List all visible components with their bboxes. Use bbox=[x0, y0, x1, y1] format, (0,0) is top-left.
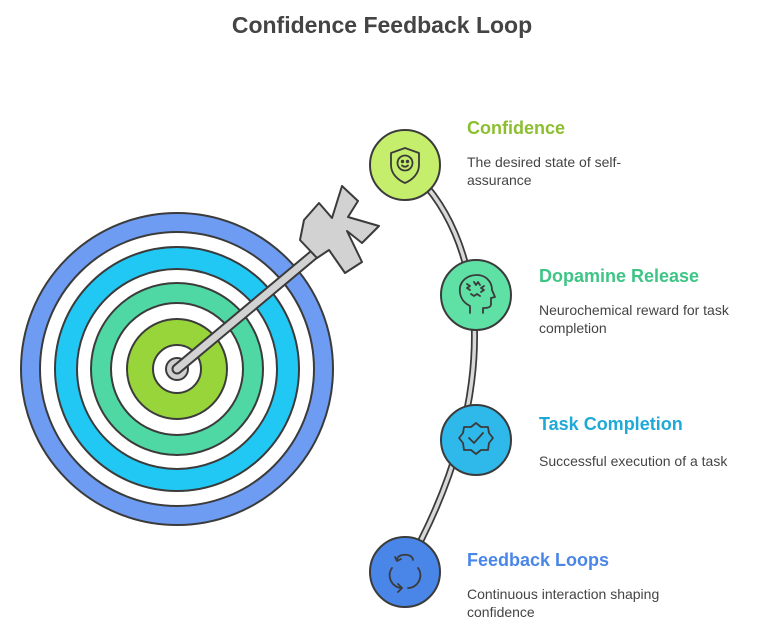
badge-check-icon bbox=[458, 422, 494, 455]
arrow-icon bbox=[171, 185, 380, 375]
arrow-fletching bbox=[299, 185, 380, 274]
item-desc-task: Successful execution of a task bbox=[539, 453, 728, 469]
head-brain-icon bbox=[458, 274, 496, 314]
timeline-curve bbox=[401, 161, 478, 574]
item-title-feedback: Feedback Loops bbox=[467, 550, 610, 570]
item-title-task: Task Completion bbox=[539, 414, 683, 434]
node-feedback bbox=[369, 536, 441, 608]
item-desc-dopamine: Neurochemical reward for task completion bbox=[539, 302, 729, 336]
diagram-title: Confidence Feedback Loop bbox=[231, 12, 533, 38]
item-title-dopamine: Dopamine Release bbox=[539, 266, 700, 286]
node-confidence bbox=[369, 129, 441, 201]
smiling-shield-icon bbox=[390, 147, 420, 184]
node-dopamine bbox=[440, 259, 512, 331]
item-title-confidence: Confidence bbox=[467, 118, 566, 138]
timeline-curve-inner bbox=[403, 163, 477, 572]
node-task bbox=[440, 404, 512, 476]
cycle-arrows-icon bbox=[388, 553, 422, 593]
item-desc-feedback: Continuous interaction shaping confidenc… bbox=[467, 586, 660, 620]
item-desc-confidence: The desired state of self-assurance bbox=[467, 154, 622, 188]
